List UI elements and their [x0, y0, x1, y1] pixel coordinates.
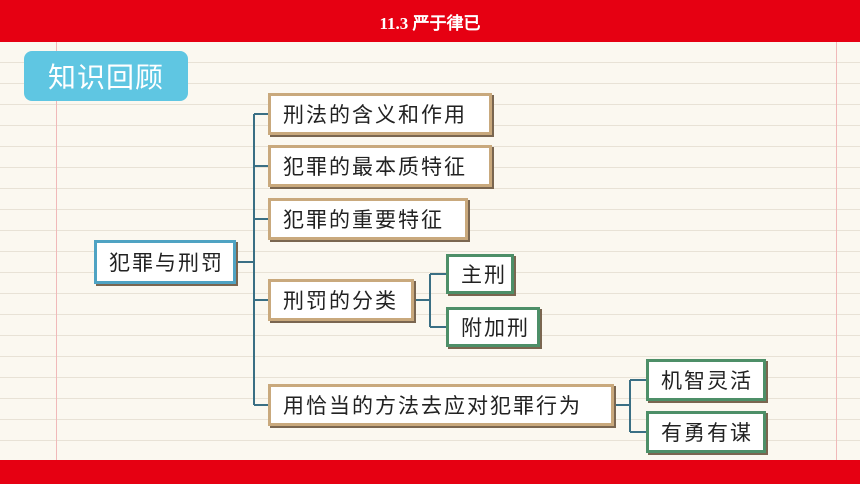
connector-sub1 [414, 273, 446, 328]
page-title: 11.3 严于律已 [379, 13, 481, 33]
branch-crime-essential-feature: 犯罪的最本质特征 [268, 145, 492, 187]
branch-punishment-types: 刑罚的分类 [268, 279, 414, 321]
connector-sub2 [614, 379, 646, 433]
footer-bar [0, 460, 860, 484]
branch-deal-with-crime: 用恰当的方法去应对犯罪行为 [268, 384, 614, 426]
branch-criminal-law-meaning: 刑法的含义和作用 [268, 93, 492, 135]
mindmap-root: 犯罪与刑罚 [94, 240, 236, 284]
section-tag: 知识回顾 [24, 51, 188, 101]
notebook-margin-left [56, 42, 57, 460]
branch-crime-important-feature: 犯罪的重要特征 [268, 198, 468, 240]
leaf-principal-penalty: 主刑 [446, 254, 514, 294]
leaf-brave-and-wise: 有勇有谋 [646, 411, 766, 453]
leaf-quick-witted: 机智灵活 [646, 359, 766, 401]
notebook-margin-right [836, 42, 837, 460]
header-bar: 11.3 严于律已 [0, 0, 860, 42]
leaf-supplementary-penalty: 附加刑 [446, 307, 540, 347]
